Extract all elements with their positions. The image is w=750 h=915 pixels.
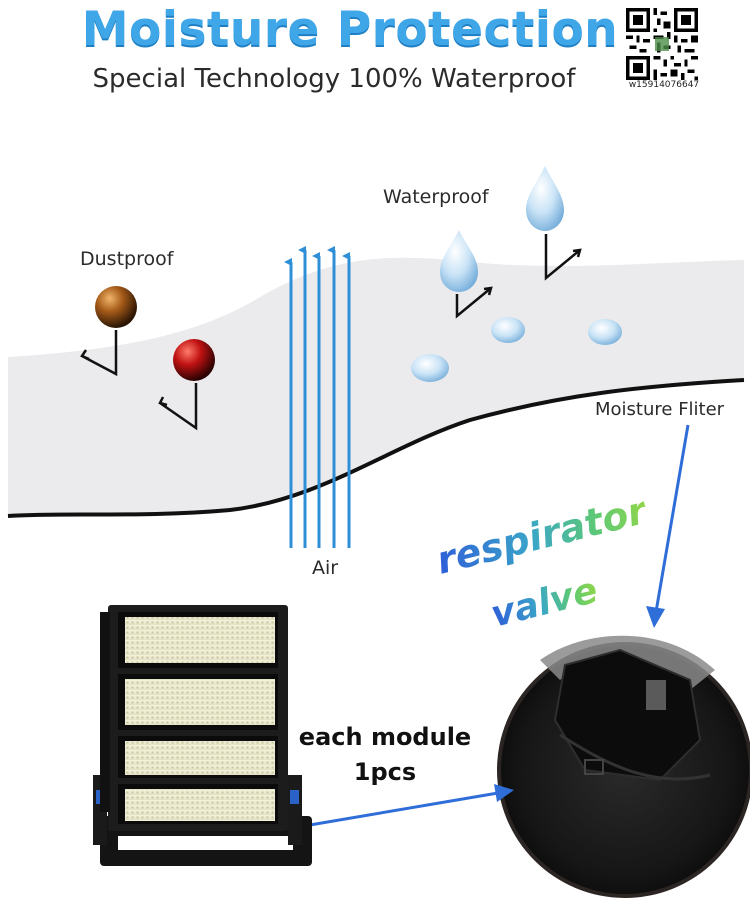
moisture-filter-label: Moisture Fliter (595, 399, 725, 420)
page-subtitle: Special Technology 100% Waterproof (92, 64, 576, 94)
qr-caption: w15914076647 (628, 80, 700, 90)
respirator-valve-image (497, 635, 750, 898)
page-title: Moisture Protection (81, 2, 619, 57)
water-drop-icon (411, 166, 622, 382)
floodlight-fixture-image (93, 605, 312, 866)
membrane-shape (7, 257, 745, 518)
pointer-arrow-icon (303, 784, 514, 828)
waterproof-label: Waterproof (383, 186, 489, 208)
dustproof-label: Dustproof (80, 248, 174, 270)
module-caption: each module 1pcs (290, 720, 480, 790)
air-label: Air (312, 557, 339, 579)
qr-code-icon (626, 8, 698, 80)
dust-particle-icon (80, 286, 215, 431)
air-arrow-icon (284, 246, 351, 548)
module-caption-line1: each module (298, 723, 472, 751)
pointer-arrow-icon (646, 424, 690, 628)
module-caption-line2: 1pcs (353, 757, 417, 786)
